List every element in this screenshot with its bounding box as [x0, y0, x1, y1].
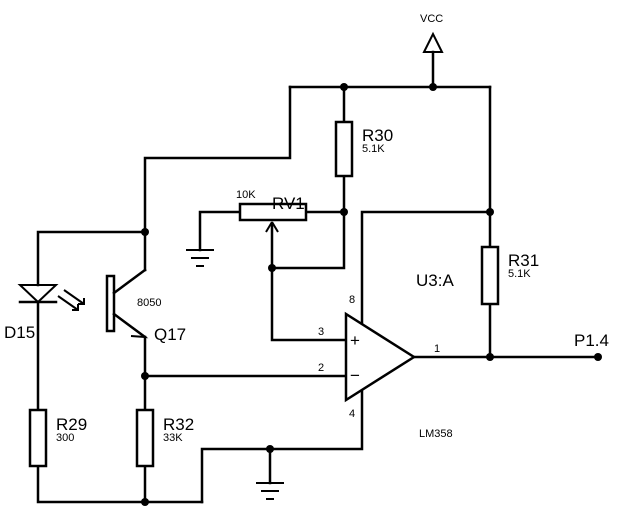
potentiometer-rv1: 10K RV1 — [236, 189, 308, 233]
junction-dot — [340, 208, 348, 216]
r30-value: 5.1K — [362, 143, 385, 155]
opamp-u3: + − 3 2 1 8 4 U3:A LM358 — [318, 271, 454, 440]
resistor-r31: R31 5.1K — [480, 245, 539, 306]
diode-triangle-icon — [17, 284, 59, 304]
wire-pin8 — [360, 210, 492, 327]
resistor-body — [480, 245, 500, 306]
junction-dot — [429, 83, 437, 91]
junction-dot — [486, 208, 494, 216]
transistor-collector-icon — [112, 268, 147, 295]
d15-ref: D15 — [4, 323, 35, 342]
opamp-triangle-icon — [344, 311, 417, 403]
vcc-label: VCC — [420, 13, 443, 25]
ground-symbol-u3 — [256, 482, 284, 500]
resistor-body — [28, 408, 48, 468]
r31-value: 5.1K — [508, 268, 531, 280]
opamp-minus-sign: − — [350, 366, 360, 385]
junction-dot — [340, 83, 348, 91]
resistor-body — [135, 408, 155, 468]
diode-d15: D15 — [4, 284, 85, 342]
output-terminal-dot — [594, 353, 602, 361]
light-arrow-icon — [63, 289, 85, 305]
wire-top-left-drop — [143, 85, 292, 272]
r30-ref: R30 — [362, 126, 393, 145]
ground-symbol-rv1 — [186, 249, 214, 267]
u3-part: LM358 — [419, 428, 453, 440]
rv1-ref: RV1 — [272, 194, 305, 213]
junction-dot — [266, 445, 274, 453]
ground-icon — [186, 249, 214, 267]
r32-value: 33K — [163, 432, 183, 444]
r32-ref: R32 — [163, 415, 194, 434]
junction-dot — [486, 353, 494, 361]
wire-pin4 — [200, 388, 364, 504]
pin-label-4: 4 — [349, 408, 355, 420]
q17-part: 8050 — [137, 297, 161, 309]
rv1-value: 10K — [236, 189, 256, 201]
transistor-base-bar — [105, 274, 116, 333]
resistor-body — [334, 120, 354, 178]
transistor-q17: 8050 Q17 — [105, 268, 186, 344]
pin-label-1: 1 — [434, 343, 440, 355]
junctions — [141, 83, 602, 506]
emitter-arrow-icon — [130, 327, 149, 339]
potentiometer-body — [238, 202, 308, 222]
wire-d15-top — [36, 230, 147, 287]
pin-label-3: 3 — [318, 326, 324, 338]
output-net-label: P1.4 — [574, 331, 609, 350]
r29-value: 300 — [56, 432, 74, 444]
wiper-arrow-icon — [265, 221, 279, 233]
ground-icon — [256, 482, 284, 500]
junction-dot — [141, 372, 149, 380]
vcc-arrow-icon — [422, 31, 444, 53]
resistor-r29: R29 300 — [28, 408, 87, 468]
resistor-r32: R32 33K — [135, 408, 194, 468]
r31-ref: R31 — [508, 251, 539, 270]
junction-dot — [141, 498, 149, 506]
wire-rv1-left — [198, 210, 242, 252]
vcc-symbol: VCC — [420, 13, 444, 53]
q17-ref: Q17 — [154, 325, 186, 344]
pin-label-8: 8 — [349, 294, 355, 306]
pin-label-2: 2 — [318, 362, 324, 374]
junction-dot — [268, 264, 276, 272]
wire-rv1-wiper — [270, 223, 348, 342]
opamp-plus-sign: + — [350, 331, 360, 350]
wire-r29-bottom — [36, 464, 204, 504]
u3-ref: U3:A — [416, 271, 454, 290]
junction-dot — [141, 228, 149, 236]
wire-r30-bottom — [270, 174, 346, 270]
wires — [36, 50, 600, 504]
resistor-r30: R30 5.1K — [334, 120, 393, 178]
light-arrow-icon — [57, 295, 79, 311]
r29-ref: R29 — [56, 415, 87, 434]
